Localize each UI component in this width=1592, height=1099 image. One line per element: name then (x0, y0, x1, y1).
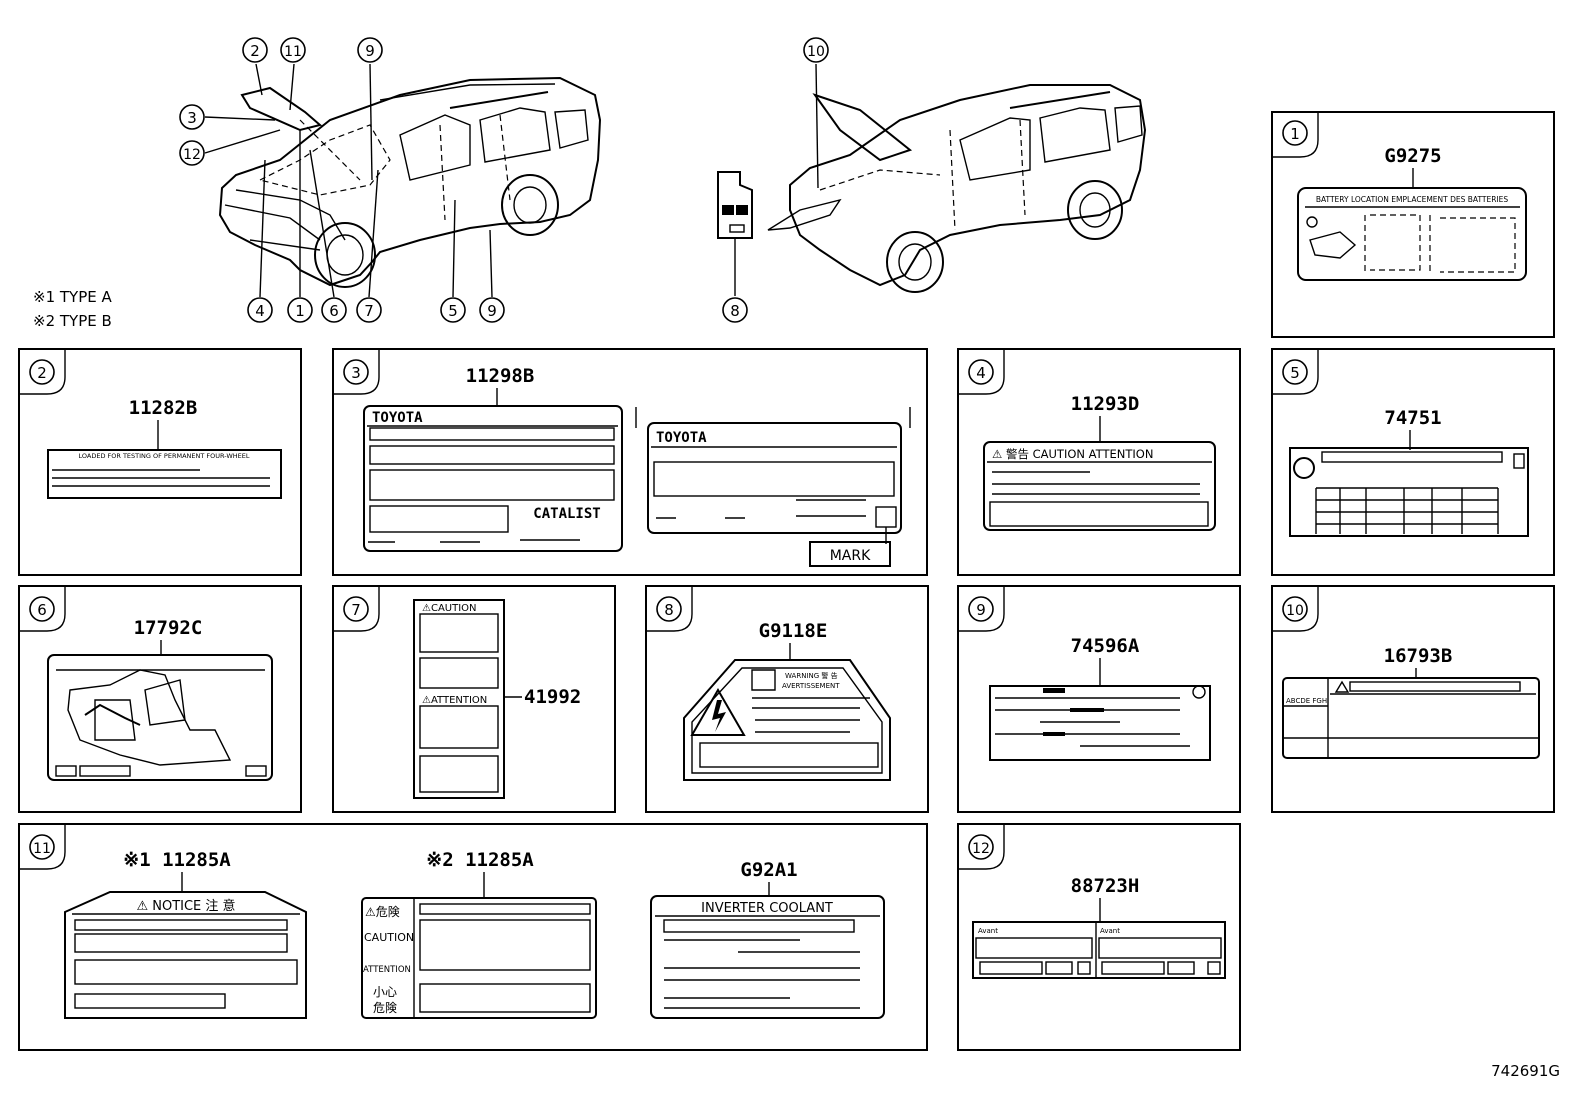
svg-text:10: 10 (1286, 603, 1304, 619)
svg-text:88723H: 88723H (1071, 875, 1140, 897)
legend-type-a: ※1 TYPE A (33, 288, 112, 306)
panel-1: 1 G9275 BATTERY LOCATION EMPLACEMENT DES… (1271, 111, 1555, 338)
left-vehicle-illustration (218, 76, 602, 288)
svg-text:CAUTION: CAUTION (364, 931, 414, 944)
svg-text:12: 12 (183, 147, 201, 163)
panel-11: 11 ※1 11285A ⚠ NOTICE 注 意 ※2 11285A ⚠危険 … (18, 823, 928, 1051)
callout-12: 12 (179, 140, 205, 166)
svg-text:MARK: MARK (830, 548, 871, 564)
svg-text:危険: 危険 (373, 1001, 397, 1015)
svg-text:3: 3 (187, 109, 197, 127)
callout-9-top: 9 (357, 37, 383, 63)
svg-text:2: 2 (250, 42, 260, 60)
svg-text:⚠危険: ⚠危険 (365, 905, 400, 919)
right-vehicle-illustration (767, 84, 1147, 293)
svg-text:8: 8 (730, 302, 740, 320)
callout-3: 3 (179, 104, 205, 130)
svg-text:G9118E: G9118E (759, 620, 828, 642)
svg-text:4: 4 (255, 302, 265, 320)
svg-text:⚠ 警告 CAUTION ATTENTION: ⚠ 警告 CAUTION ATTENTION (992, 447, 1153, 461)
svg-text:11: 11 (284, 44, 302, 60)
legend-type-b: ※2 TYPE B (33, 312, 112, 330)
callout-6: 6 (321, 297, 347, 323)
part-c: G92A1 (740, 859, 797, 881)
svg-text:10: 10 (807, 44, 825, 60)
panel-7: 7 ⚠CAUTION ⚠ATTENTION 41992 (332, 585, 616, 813)
part-a: ※1 11285A (123, 849, 231, 871)
svg-text:Avant: Avant (1100, 927, 1120, 935)
svg-text:11298B: 11298B (466, 365, 535, 387)
callout-10: 10 (803, 37, 829, 63)
svg-text:⚠ATTENTION: ⚠ATTENTION (422, 695, 487, 706)
panel-10: 10 16793B ABCDE FGH (1271, 585, 1555, 813)
label-header: BATTERY LOCATION EMPLACEMENT DES BATTERI… (1316, 195, 1509, 204)
svg-text:17792C: 17792C (134, 617, 203, 639)
svg-text:INVERTER COOLANT: INVERTER COOLANT (701, 901, 833, 916)
svg-text:1: 1 (295, 302, 305, 320)
panel-12: 12 88723H Avant Avant (957, 823, 1241, 1051)
svg-text:2: 2 (37, 364, 47, 382)
svg-text:9: 9 (976, 601, 986, 619)
panel-4: 4 11293D ⚠ 警告 CAUTION ATTENTION (957, 348, 1241, 576)
svg-text:4: 4 (976, 364, 986, 382)
callout-2: 2 (242, 37, 268, 63)
svg-text:11: 11 (33, 841, 51, 857)
svg-text:TOYOTA: TOYOTA (372, 410, 423, 426)
hood-label-icon (717, 171, 753, 239)
panel-3: 3 11298B TOYOTA CATALIST TOYOTA MARK (332, 348, 928, 576)
callout-9-bottom: 9 (479, 297, 505, 323)
svg-text:6: 6 (329, 302, 339, 320)
svg-text:6: 6 (37, 601, 47, 619)
svg-text:8: 8 (664, 601, 674, 619)
svg-text:⚠ NOTICE 注 意: ⚠ NOTICE 注 意 (136, 898, 235, 914)
panel-9: 9 74596A (957, 585, 1241, 813)
svg-text:16793B: 16793B (1384, 645, 1453, 667)
panel-2: 2 11282B LOADED FOR TESTING OF PERMANENT… (18, 348, 302, 576)
callout-11: 11 (280, 37, 306, 63)
svg-text:ABCDE FGH: ABCDE FGH (1286, 697, 1327, 705)
svg-text:11282B: 11282B (129, 397, 198, 419)
svg-text:12: 12 (972, 841, 990, 857)
svg-text:Avant: Avant (978, 927, 998, 935)
left-leader-lines (204, 63, 493, 298)
svg-text:7: 7 (351, 601, 361, 619)
svg-text:1: 1 (1290, 125, 1300, 143)
svg-text:小心: 小心 (373, 985, 397, 999)
callout-4: 4 (247, 297, 273, 323)
svg-text:74751: 74751 (1384, 407, 1441, 429)
svg-text:7: 7 (364, 302, 374, 320)
svg-text:CATALIST: CATALIST (533, 506, 600, 522)
callout-1: 1 (287, 297, 313, 323)
callout-5: 5 (440, 297, 466, 323)
panel-6: 6 17792C (18, 585, 302, 813)
svg-text:3: 3 (351, 364, 361, 382)
svg-text:WARNING 警 告: WARNING 警 告 (785, 671, 838, 680)
label-text: LOADED FOR TESTING OF PERMANENT FOUR-WHE… (79, 452, 250, 460)
svg-text:9: 9 (487, 302, 497, 320)
svg-text:AVERTISSEMENT: AVERTISSEMENT (782, 682, 840, 690)
svg-text:ATTENTION: ATTENTION (363, 965, 411, 975)
part-b: ※2 11285A (426, 849, 534, 871)
figure-number: 742691G (1491, 1062, 1560, 1080)
callout-7: 7 (356, 297, 382, 323)
svg-text:5: 5 (1290, 364, 1300, 382)
part-number: G9275 (1384, 145, 1441, 167)
panel-8: 8 G9118E WARNING 警 告 AVERTISSEMENT (645, 585, 929, 813)
panel-5: 5 74751 (1271, 348, 1555, 576)
svg-text:11293D: 11293D (1071, 393, 1140, 415)
callout-8: 8 (722, 297, 748, 323)
svg-text:41992: 41992 (524, 686, 581, 708)
svg-text:⚠CAUTION: ⚠CAUTION (422, 603, 477, 614)
svg-text:74596A: 74596A (1071, 635, 1140, 657)
svg-text:9: 9 (365, 42, 375, 60)
svg-text:TOYOTA: TOYOTA (656, 430, 707, 446)
svg-text:5: 5 (448, 302, 458, 320)
leader-10 (815, 63, 819, 189)
